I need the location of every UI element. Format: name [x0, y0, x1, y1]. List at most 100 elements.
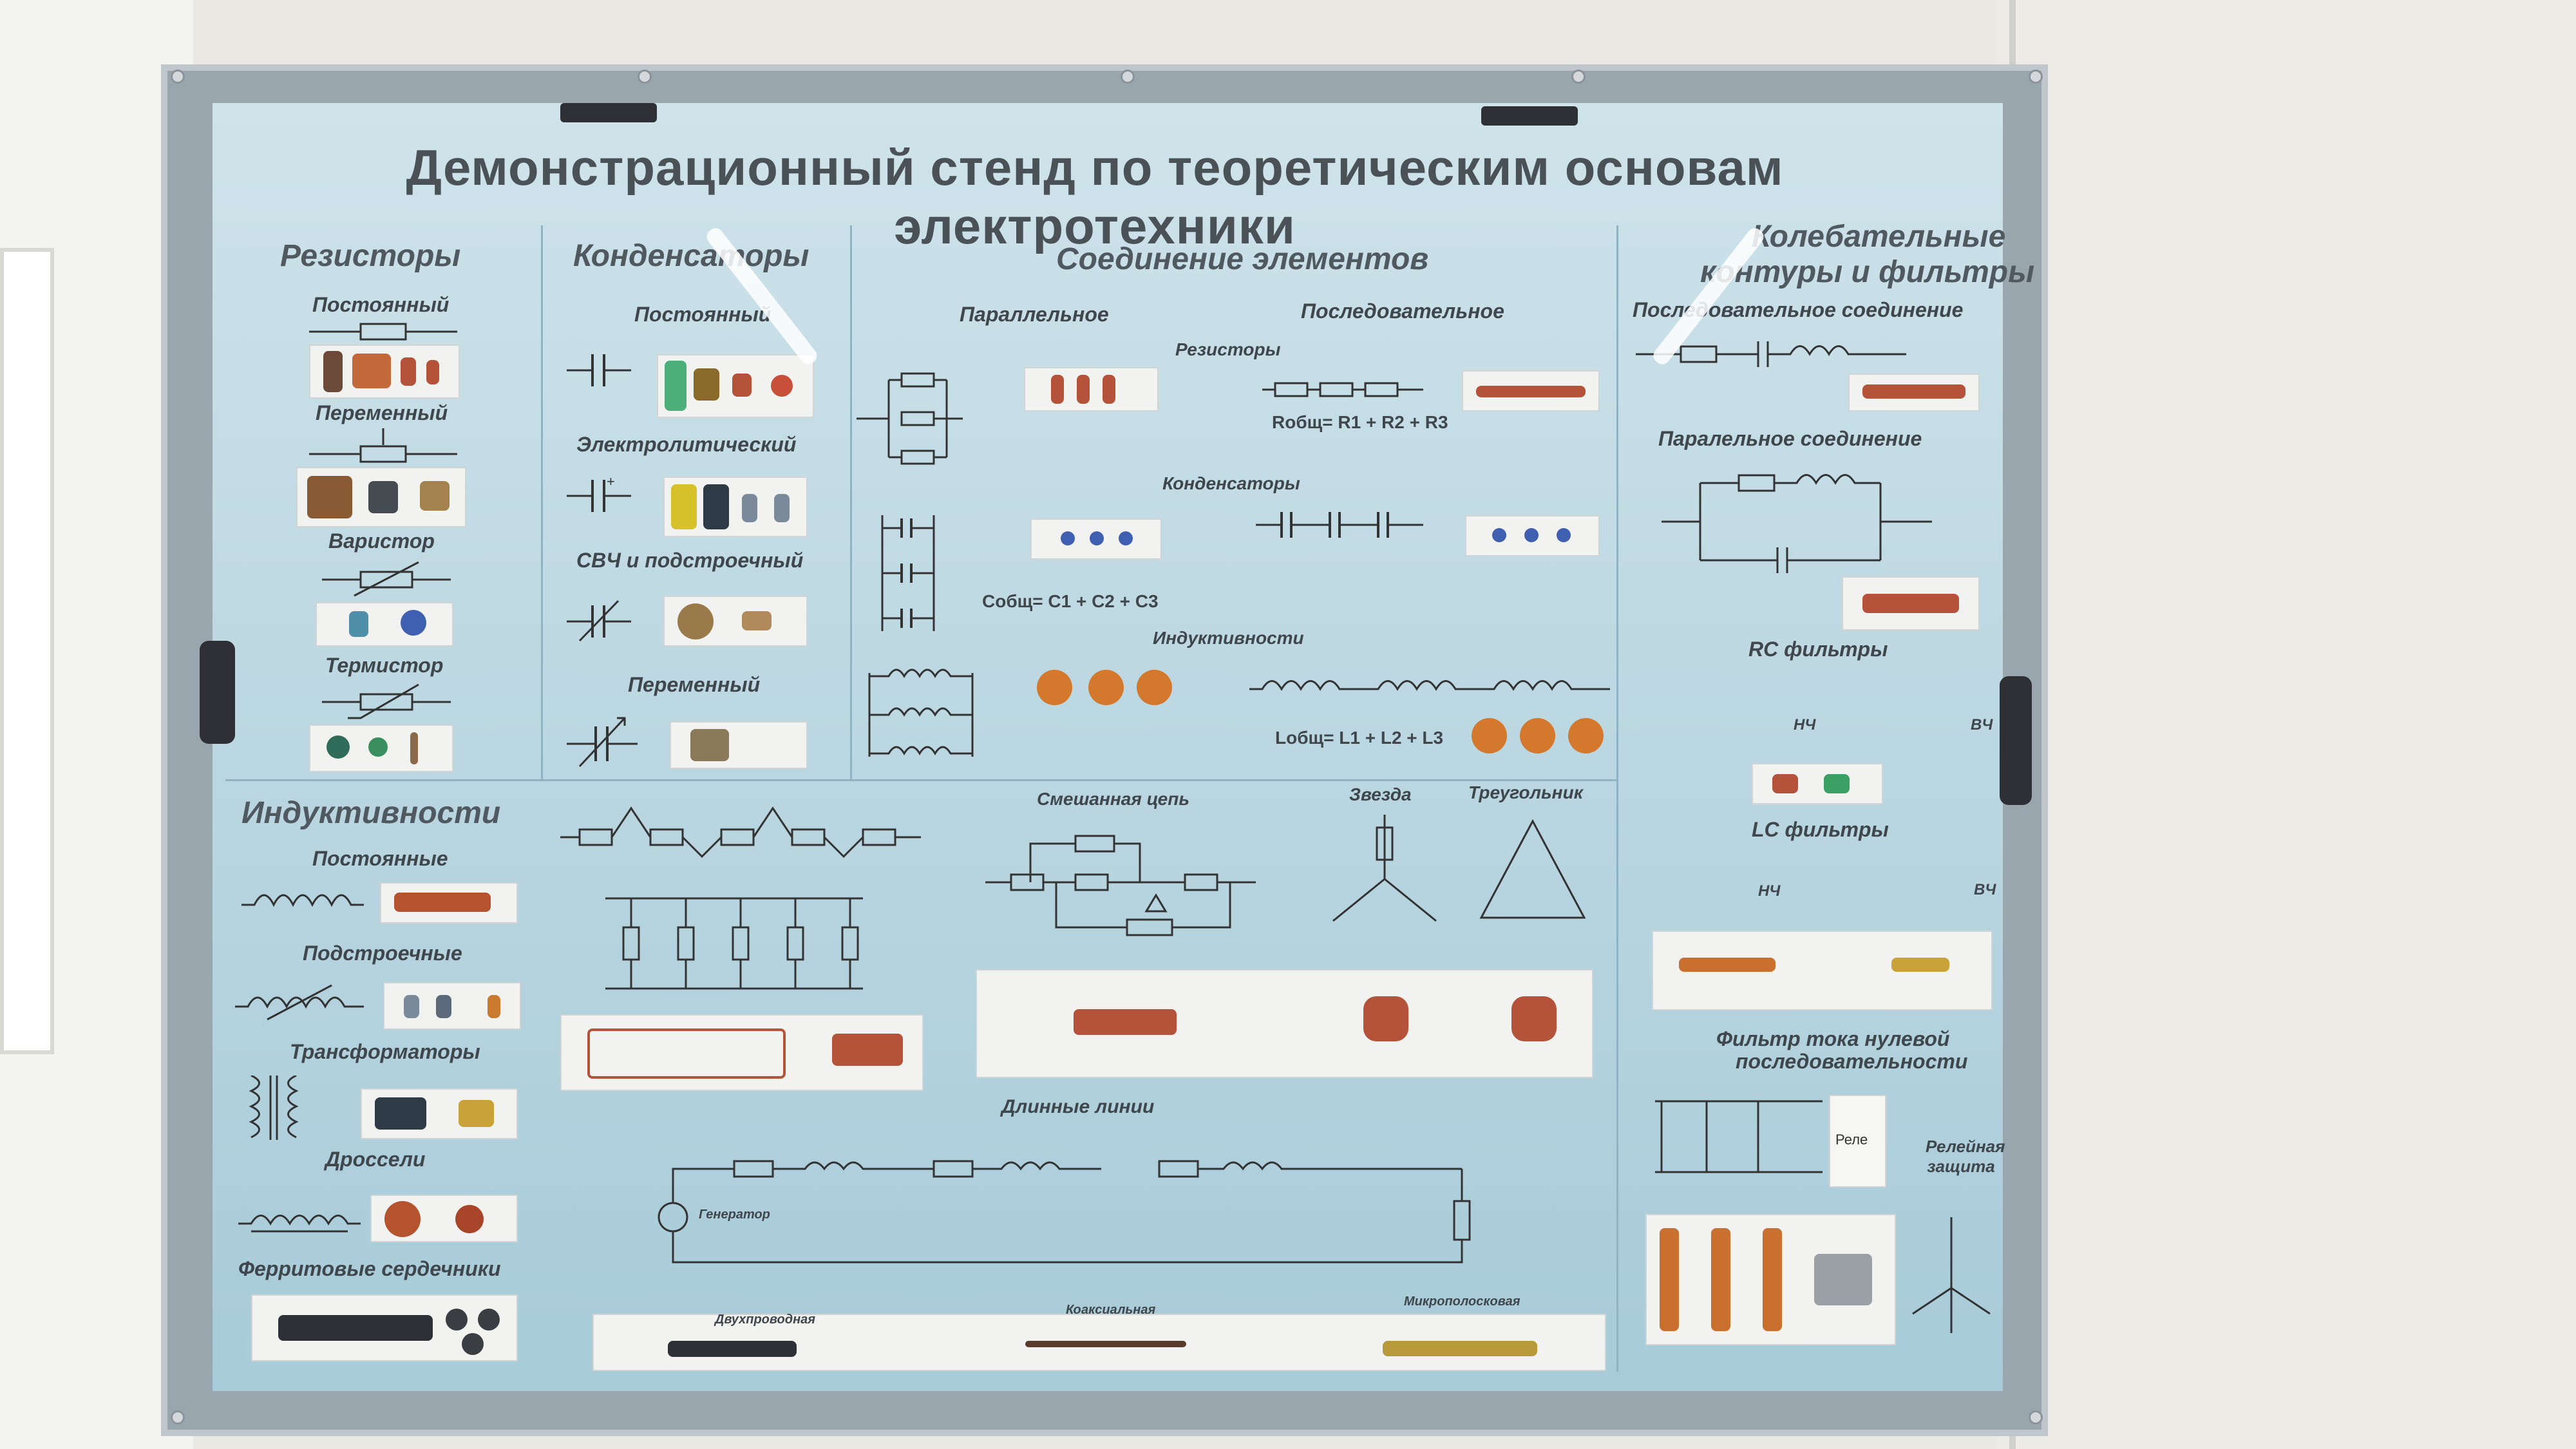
zero-seq-label-line2: последовательности: [1736, 1050, 1968, 1073]
inductor-toroid-icon: [1088, 670, 1124, 705]
inductor-toroid-icon: [1037, 670, 1072, 705]
tunable-inductor-icon: [436, 995, 451, 1018]
transformer-symbol: [249, 1075, 299, 1140]
electrolytic-capacitor-icon: [671, 484, 697, 529]
coaxial-line-icon: [1025, 1341, 1186, 1347]
variable-capacitor-symbol: [567, 717, 638, 768]
resistor-symbol: [309, 323, 457, 341]
tunable-inductor-symbol: [235, 984, 364, 1021]
ferrite-ring-icon: [478, 1309, 500, 1331]
lc-component-icon: [1891, 958, 1949, 972]
connections-heading: Соединение элементов: [1056, 242, 1429, 276]
wall-right: [1996, 0, 2576, 1449]
relay-module-icon: [1814, 1254, 1872, 1305]
series-rlc-panel: [1848, 374, 1980, 412]
resistor-icon: [1077, 375, 1090, 404]
transformers-panel: [361, 1088, 518, 1139]
l-series-formula: Lобщ= L1 + L2 + L3: [1275, 728, 1444, 748]
thermistor-icon: [327, 735, 350, 759]
lc-component-icon: [1679, 958, 1776, 972]
coaxial-label: Коаксиальная: [1066, 1303, 1156, 1317]
resistor-icon: [1074, 1009, 1177, 1035]
bridge-chain-diagram: [560, 806, 921, 858]
capacitor-fixed-panel: [657, 354, 814, 418]
inductor-fixed-panel: [380, 882, 518, 923]
r-series-formula: Rобщ= R1 + R2 + R3: [1272, 412, 1448, 432]
resistors-subheading: Резисторы: [1175, 339, 1281, 359]
parallel-ladder-diagram: [605, 897, 863, 990]
window: [0, 248, 54, 1054]
capacitor-icon: [1524, 528, 1539, 542]
variable-capacitor-icon: [690, 729, 729, 761]
zero-seq-label-line1: Фильтр тока нулевой: [1716, 1027, 1950, 1050]
resistor-fixed-panel: [309, 345, 460, 399]
triangle-label: Треугольник: [1468, 782, 1583, 802]
screw-icon: [171, 1410, 185, 1425]
parallel-resistors-diagram: [857, 372, 963, 465]
inductor-toroid-icon: [1520, 718, 1555, 753]
zero-seq-filter-diagram: [1655, 1100, 1823, 1173]
capacitor-icon: [732, 374, 752, 397]
divider: [850, 225, 852, 779]
capacitor-icon: [694, 368, 719, 401]
chokes-label: Дроссели: [325, 1148, 426, 1171]
inductor-toroid-icon: [1137, 670, 1172, 705]
series-inductors-diagram: [1249, 680, 1610, 691]
ferrite-cores-panel: [251, 1294, 518, 1361]
capacitor-icon: [1061, 531, 1075, 545]
divider: [541, 225, 543, 779]
potentiometer-icon: [368, 481, 398, 513]
thermistor-icon: [410, 732, 418, 764]
resistor-variable-panel: [296, 467, 466, 527]
series-resistors-diagram: [1262, 382, 1423, 397]
board-title: Демонстрационный стенд по теоретическим …: [406, 139, 1784, 254]
inductances-subheading: Индуктивности: [1153, 628, 1304, 648]
parallel-connection-label: Паралельное соединение: [1658, 427, 1922, 450]
potentiometer-icon: [307, 476, 352, 518]
resistor-bank-icon: [832, 1034, 903, 1066]
resistor-loop-icon: [587, 1028, 786, 1079]
tunable-inductor-icon: [488, 995, 500, 1018]
capacitor-variable-panel: [670, 721, 808, 769]
capacitor-icon: [1557, 528, 1571, 542]
rc-filter-panel: [1752, 763, 1883, 804]
rc-filters-label: RC фильтры: [1748, 638, 1888, 661]
resistor-fixed-label: Постоянный: [312, 293, 450, 316]
lc-filters-label: LC фильтры: [1752, 818, 1889, 841]
tunable-inductor-icon: [404, 995, 419, 1018]
parallel-resistors-panel: [1024, 367, 1159, 412]
series-resistors-panel: [1462, 370, 1600, 412]
parallel-label: Параллельное: [960, 303, 1109, 326]
transmission-lines-panel: [592, 1314, 1606, 1371]
divider: [225, 779, 1616, 781]
resistor-icon: [426, 360, 439, 384]
electrolytic-capacitor-icon: [774, 494, 790, 522]
resistor-variable-label: Переменный: [316, 401, 448, 424]
triangle-diagram: [1479, 819, 1586, 919]
capacitor-fixed-label: Постоянный: [634, 303, 772, 326]
thermistor-label: Термистор: [325, 654, 444, 677]
capacitors-heading: Конденсаторы: [573, 239, 810, 273]
capacitor-electrolytic-label: Электролитический: [576, 433, 797, 456]
bridge-components-panel: [560, 1014, 923, 1091]
microstrip-label: Микрополосковая: [1404, 1294, 1520, 1309]
lc-filter-panel: [1652, 931, 1993, 1010]
varistor-icon: [349, 611, 368, 637]
screw-icon: [2029, 70, 2043, 84]
inductor-fixed-label: Постоянные: [312, 847, 448, 870]
variable-resistor-symbol: [309, 428, 457, 463]
capacitor-icon: [1492, 528, 1506, 542]
resistor-icon: [1103, 375, 1115, 404]
mixed-chain-diagram: [985, 835, 1256, 936]
trimmer-capacitor-icon: [742, 611, 772, 630]
inductor-icon: [394, 893, 491, 912]
filters-heading-line2: контуры и фильтры: [1700, 255, 2035, 289]
varistor-symbol: [322, 561, 451, 597]
inductor-toroid-icon: [1472, 718, 1507, 753]
capacitor-microwave-label: СВЧ и подстроечный: [576, 549, 804, 572]
resistor-icon: [352, 354, 391, 388]
screw-icon: [2029, 1410, 2043, 1425]
inductor-tunable-label: Подстроечные: [303, 942, 462, 965]
series-capacitors-diagram: [1256, 512, 1423, 538]
rlc-component-icon: [1862, 594, 1959, 613]
